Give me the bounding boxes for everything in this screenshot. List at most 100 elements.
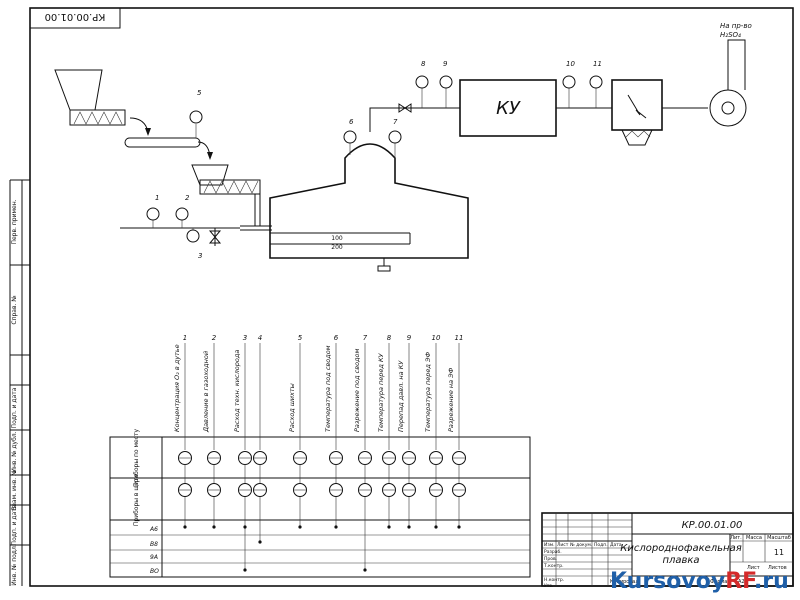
copied-label: Копировал <box>610 579 639 585</box>
scheme-instrument-7: 7 <box>388 118 402 158</box>
bus-junction <box>258 540 262 544</box>
row-header-panel: Приборы в щите <box>133 474 140 527</box>
scheme-instrument-5: 5 <box>189 89 203 138</box>
col-lit: Лит. <box>730 535 742 541</box>
column-number: 5 <box>298 334 303 342</box>
scale-value: 11 <box>774 548 784 557</box>
scheme-instrument-1: 1 <box>146 194 160 228</box>
title-line-1: Кислороднофакельная <box>620 543 741 554</box>
column-number: 1 <box>183 334 187 342</box>
svg-text:9: 9 <box>443 60 448 68</box>
staff-check: Пров. <box>544 556 557 562</box>
sheets-label: Листов <box>768 565 787 571</box>
bus-label-1: А6 <box>149 526 158 533</box>
bus-label-2: В8 <box>150 541 158 548</box>
watermark-logo: KursovoyRF.ru <box>610 569 789 594</box>
scheme-instrument-3: 3 <box>186 228 202 260</box>
table-column-4: 4 <box>253 334 267 544</box>
side-stamp: Перв. примен. Справ. № Подп. и дата Инв.… <box>9 179 30 586</box>
hearth-label-2: 200 <box>331 244 343 251</box>
row-date: Дата <box>610 542 622 548</box>
svg-text:2: 2 <box>185 194 190 202</box>
bus-junction <box>243 568 247 572</box>
hearth-label-1: 100 <box>331 235 343 242</box>
parameter-caption: Давление в газоходной <box>202 351 210 433</box>
rotated-code-box: КР.00.01.00 <box>29 7 121 29</box>
boiler-label: КУ <box>496 98 521 119</box>
scheme-instrument-6: 6 <box>343 118 357 155</box>
stamp-sign-date-2: Подп. и дата <box>11 504 18 545</box>
staff-dev: Разраб. <box>544 549 562 555</box>
feed-arrow <box>129 117 149 133</box>
scheme-instrument-9: 9 <box>439 60 453 108</box>
svg-text:7: 7 <box>393 118 398 126</box>
column-number: 9 <box>407 334 412 342</box>
stamp-repl-inv: Взам. инв. № <box>11 470 18 511</box>
rotated-code: КР.00.01.00 <box>45 11 106 22</box>
bus-label-3: 9А <box>150 554 158 561</box>
row-list: Лист <box>557 542 569 548</box>
row-sign: Подп. <box>594 542 608 548</box>
bus-junction <box>407 525 411 529</box>
sheet-label: Лист <box>747 565 760 571</box>
feed-hopper <box>54 69 151 136</box>
bus-junction <box>183 525 187 529</box>
stamp-sign-date-1: Подп. и дата <box>11 387 18 428</box>
column-number: 7 <box>363 334 368 342</box>
belt-conveyor <box>124 137 213 160</box>
col-scale: Масштаб <box>767 535 791 541</box>
stamp-orig-inv: Инв. № подл. <box>11 544 18 585</box>
bus-junction <box>298 525 302 529</box>
waste-heat-boiler: КУ <box>459 79 557 137</box>
drawing-frame <box>29 7 794 587</box>
column-number: 10 <box>432 334 441 342</box>
scheme-instrument-10: 10 <box>562 60 576 108</box>
format-label: Формат <box>710 579 730 585</box>
parameter-caption: Перепад давл. на КУ <box>397 360 405 432</box>
svg-text:8: 8 <box>421 60 426 68</box>
title-code: КР.00.01.00 <box>682 520 743 531</box>
parameter-caption: Концентрация О₂ в дутье <box>173 344 181 432</box>
svg-text:3: 3 <box>198 252 202 260</box>
screw-feeder <box>191 164 261 226</box>
exhaust-note-2: H₂SO₄ <box>720 31 741 39</box>
parameter-caption: Расход техн. кислорода <box>233 350 241 432</box>
bus-label-4: ВО <box>150 568 159 575</box>
oxygen-line <box>120 227 240 246</box>
column-number: 11 <box>455 334 464 342</box>
bus-junction <box>434 525 438 529</box>
exhaust-note-1: На пр-во <box>720 22 752 30</box>
bus-junction <box>457 525 461 529</box>
column-number: 4 <box>258 334 262 342</box>
parameter-caption: Температура под сводом <box>324 345 332 432</box>
staff-ncontrol: Н.контр. <box>544 577 564 583</box>
stamp-dup-inv: Инв. № дубл. <box>11 431 18 472</box>
exhaust-fan: На пр-во H₂SO₄ <box>709 22 752 127</box>
scheme-instrument-8: 8 <box>415 60 429 108</box>
column-number: 2 <box>212 334 217 342</box>
parameter-caption: Разрежение на ЭФ <box>447 367 455 432</box>
parameter-caption: Температура перед ЭФ <box>424 351 432 432</box>
title-block: КР.00.01.00 Кислороднофакельная плавка Л… <box>541 512 794 589</box>
title-line-2: плавка <box>662 555 699 566</box>
staff-tcontrol: Т.контр. <box>543 563 564 569</box>
bus-junction <box>334 525 338 529</box>
svg-text:10: 10 <box>566 60 575 68</box>
column-number: 3 <box>243 334 247 342</box>
svg-text:11: 11 <box>593 60 602 68</box>
scheme-instrument-11: 11 <box>589 60 603 108</box>
bus-junction <box>363 568 367 572</box>
electrostatic-precipitator <box>611 79 663 146</box>
instrument-table: Приборы по месту Приборы в щите А6 В8 9А… <box>109 428 531 578</box>
flash-furnace: 100 200 <box>240 143 469 272</box>
bus-junction <box>387 525 391 529</box>
svg-text:5: 5 <box>197 89 202 97</box>
row-header-local: Приборы по месту <box>133 428 140 487</box>
